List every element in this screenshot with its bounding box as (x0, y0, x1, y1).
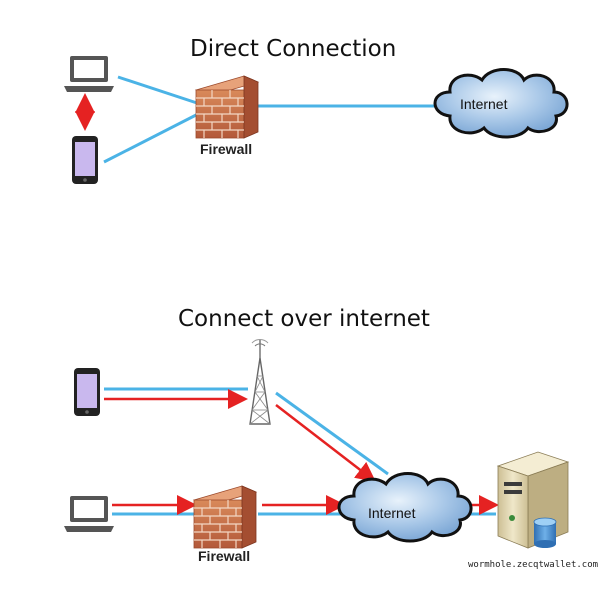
laptop-icon (64, 56, 114, 92)
server-icon (496, 451, 570, 549)
phone-icon-2 (74, 368, 100, 416)
top-title: Direct Connection (190, 36, 397, 62)
phone-icon (72, 136, 98, 184)
arrow-tower-internet (275, 404, 376, 483)
bottom-title: Connect over internet (178, 306, 430, 332)
laptop-icon-2 (64, 496, 114, 532)
line-phone-firewall (103, 111, 201, 164)
top-firewall-label: Firewall (200, 141, 253, 157)
line-laptop-firewall (117, 75, 201, 106)
top-internet-label: Internet (460, 96, 508, 112)
server-caption: wormhole.zecqtwallet.com (468, 560, 599, 570)
bottom-internet-label: Internet (368, 505, 416, 521)
bottom-firewall-label: Firewall (198, 548, 251, 564)
firewall-icon-2 (193, 485, 257, 549)
firewall-icon (195, 75, 259, 139)
cell-tower-icon (249, 339, 271, 425)
